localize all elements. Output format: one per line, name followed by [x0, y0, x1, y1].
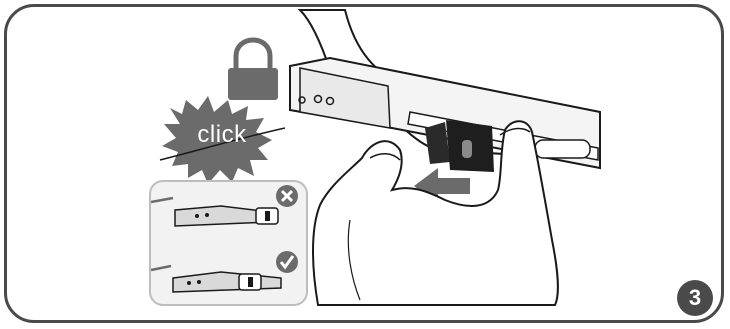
- check-mark-icon: [276, 251, 298, 273]
- locked-latch-diagram: [151, 266, 281, 292]
- comparison-diagrams: [151, 182, 306, 304]
- click-label: click: [174, 121, 270, 149]
- lock-icon: [228, 40, 278, 100]
- x-mark-icon: [276, 185, 298, 207]
- step-number-badge: 3: [677, 280, 713, 316]
- latch-comparison-inset: [149, 180, 308, 306]
- latch: [425, 120, 494, 172]
- unlocked-latch-diagram: [151, 198, 278, 226]
